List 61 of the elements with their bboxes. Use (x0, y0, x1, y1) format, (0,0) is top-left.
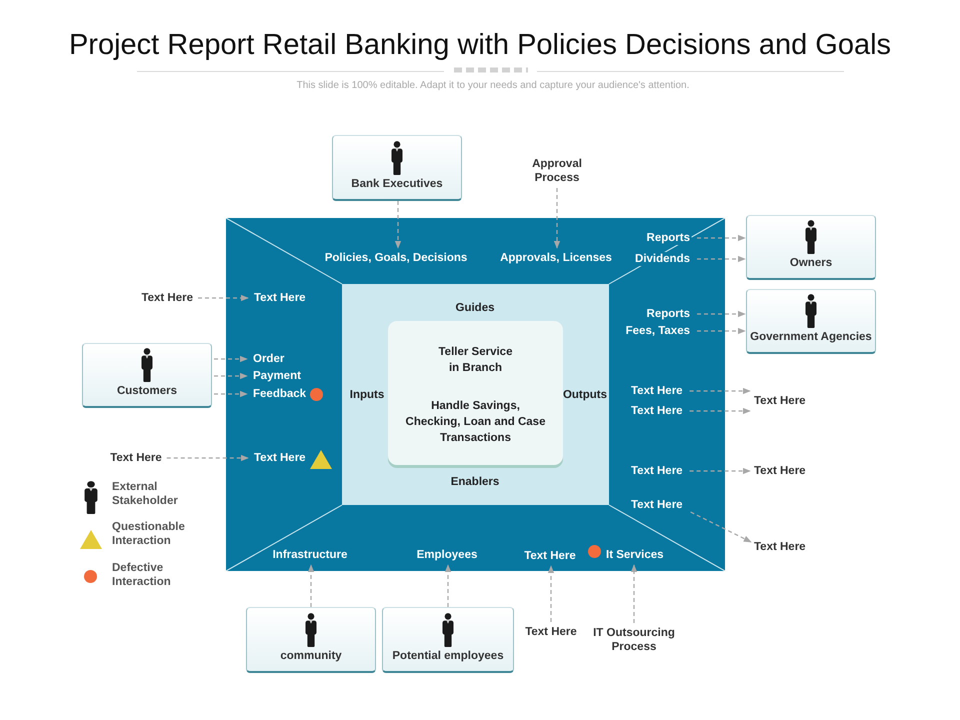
arrow (690, 408, 751, 414)
arrow (444, 564, 452, 607)
flow-label: Approval Process (532, 157, 582, 185)
arrow (214, 390, 248, 398)
center-panel (342, 284, 609, 505)
stakeholder-card (246, 607, 376, 673)
title: Project Report Retail Banking with Policies Decisions and Goals (68, 28, 892, 63)
card-label: Owners (790, 256, 832, 270)
arrow (690, 511, 752, 543)
legend-label: External Stakeholder (112, 480, 178, 508)
panel-label: Inputs (350, 388, 384, 402)
card-label: Bank Executives (351, 177, 443, 191)
flow-label: Text Here (754, 394, 806, 408)
legend-label: Defective Interaction (112, 561, 171, 589)
flow-label: Approvals, Licenses (498, 251, 614, 265)
arrow (697, 234, 746, 242)
arrow (198, 294, 249, 302)
flow-label: Text Here (754, 540, 806, 554)
flow-label: Dividends (633, 252, 692, 266)
arrow (697, 328, 746, 334)
card-label: Government Agencies (750, 330, 872, 344)
subtitle: This slide is 100% editable. Adapt it to your needs and capture your audience's attention. (296, 80, 690, 92)
card-label: community (280, 649, 342, 663)
flow-label: Text Here (141, 291, 193, 305)
flow-label: Payment (251, 369, 303, 383)
stakeholder-card (82, 343, 212, 408)
frame-panel (226, 218, 725, 571)
service-card (388, 321, 563, 465)
arrow (690, 468, 751, 474)
stakeholder-card (746, 215, 876, 280)
arrow (214, 372, 248, 380)
flow-label: Employees (414, 548, 480, 562)
flow-label: Reports (644, 307, 692, 321)
stakeholder-card (382, 607, 514, 673)
flow-label: Policies, Goals, Decisions (322, 251, 470, 265)
card-label: Customers (116, 384, 178, 398)
flow-label: Text Here (525, 625, 577, 639)
stakeholder-card (332, 135, 462, 201)
legend-label: Questionable Interaction (112, 520, 185, 548)
stakeholder-card (746, 289, 876, 354)
arrow (548, 565, 554, 622)
panel-label: Guides (456, 301, 494, 315)
flow-label: Fees, Taxes (624, 324, 692, 338)
flow-label: IT Outsourcing Process (591, 626, 677, 654)
card-title: Teller Service in Branch (438, 345, 514, 376)
flow-label: Text Here (754, 464, 806, 478)
arrow (166, 454, 249, 462)
flow-label: Reports (644, 231, 692, 245)
card-text: Handle Savings, Checking, Loan and Case Transactions (404, 399, 546, 446)
arrow (630, 564, 638, 623)
arrow (214, 356, 248, 362)
arrow (308, 564, 314, 607)
card-label: Potential employees (392, 649, 504, 663)
panel-label: Enablers (450, 475, 500, 489)
panel-label: Outputs (562, 388, 608, 402)
arrow (697, 310, 746, 318)
arrow (554, 188, 560, 249)
arrow (690, 388, 751, 394)
flow-label: Text Here (110, 451, 162, 465)
arrow (394, 201, 402, 249)
arrow (697, 256, 746, 262)
